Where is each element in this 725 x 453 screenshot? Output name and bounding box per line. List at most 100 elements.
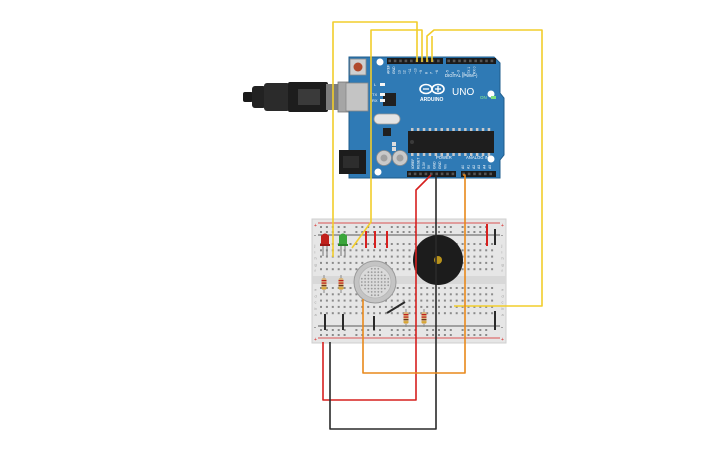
rail-sign-minus: - (501, 233, 503, 239)
yellow-wire-buzzer[interactable] (426, 29, 543, 307)
row-letter: g (315, 263, 317, 267)
resistor[interactable] (421, 309, 427, 327)
green-led[interactable] (338, 233, 348, 257)
digital-header-label: DIGITAL (PWM~) (445, 73, 478, 78)
power-led (491, 96, 496, 99)
rail-sign-plus: + (501, 337, 504, 343)
crystal-oscillator (373, 113, 401, 125)
brand-label: ARDUINO (420, 97, 443, 103)
gas-sensor[interactable] (353, 260, 397, 304)
resistor[interactable] (321, 275, 327, 293)
row-letter: f (502, 269, 504, 273)
power-pin-label: 5V (427, 164, 431, 169)
digital-pin-label: 8 (424, 72, 428, 74)
led-tx (380, 93, 385, 96)
mounting-hole (487, 90, 495, 98)
row-letter: a (315, 313, 318, 317)
row-letter: j (314, 244, 316, 248)
row-letter: e (502, 288, 504, 292)
model-label: UNO (452, 87, 474, 98)
rail-sign-minus: - (501, 325, 503, 331)
red-wire-5v[interactable] (322, 174, 432, 401)
digital-pin-label: 7 (430, 72, 434, 74)
digital-pin-label: ~10 (414, 68, 418, 74)
power-pin-label: GND (438, 161, 442, 169)
resistor[interactable] (403, 309, 409, 327)
led-l-label: L (374, 82, 377, 87)
orange-wire-analog[interactable] (362, 174, 466, 374)
power-pin-label: GND (433, 161, 437, 169)
digital-pin-label: 13 (397, 70, 401, 74)
digital-pin-label: RX 0 (473, 66, 477, 74)
row-letter: c (315, 301, 317, 305)
row-letter: h (502, 257, 504, 261)
mounting-hole (376, 58, 384, 66)
row-letter: f (315, 269, 317, 273)
row-letter: b (315, 307, 317, 311)
digital-pin-label: ~11 (408, 68, 412, 74)
digital-pin-label: ~9 (419, 70, 423, 74)
led-rx (380, 99, 385, 102)
black-wire-gnd[interactable] (329, 175, 437, 430)
rail-sign-minus: - (314, 325, 316, 331)
analog-pin-label: A1 (466, 165, 470, 169)
row-letter: b (502, 307, 504, 311)
mounting-hole (374, 168, 382, 176)
red-led[interactable] (320, 233, 330, 257)
resistor[interactable] (338, 275, 344, 293)
analog-pin-label: A2 (472, 165, 476, 169)
yellow-wire-red-led[interactable] (332, 21, 418, 257)
rail-sign-plus: + (314, 337, 317, 343)
digital-pin-label: 12 (403, 70, 407, 74)
row-letter: a (502, 313, 505, 317)
power-pin-label: RESET (416, 158, 420, 169)
power-pin-label: 3.3V (422, 161, 426, 169)
led-tx-label: TX (372, 92, 377, 97)
digital-pin-label: GND (392, 66, 396, 74)
digital-pin-label: TX 1 (467, 67, 471, 74)
rail-sign-minus: - (314, 233, 316, 239)
short-jumpers (324, 224, 496, 330)
digital-pin-label: 4 (451, 72, 455, 74)
digital-pin-label: ~3 (456, 70, 460, 74)
rail-sign-plus: + (501, 223, 504, 229)
row-letter: h (315, 257, 317, 261)
usb-chip (383, 93, 396, 106)
row-letter: i (502, 250, 503, 254)
reset-button[interactable] (349, 58, 367, 76)
analog-pin-label: A5 (488, 165, 492, 169)
arduino-logo-icon (419, 83, 445, 95)
digital-header-left (387, 58, 443, 64)
black-jumper[interactable] (386, 301, 406, 314)
row-letter: e (315, 288, 317, 292)
mounting-hole (487, 155, 495, 163)
led-l (380, 83, 385, 86)
row-letter: g (502, 263, 504, 267)
piezo-buzzer[interactable] (413, 235, 463, 285)
usb-jack (345, 82, 369, 112)
row-letter: d (315, 294, 317, 298)
yellow-wire-green-led[interactable] (351, 29, 423, 249)
power-led-label: ON (480, 95, 487, 100)
analog-header-label: ANALOG IN (466, 155, 489, 160)
digital-pin-label: ~5 (446, 70, 450, 74)
led-rx-label: RX (372, 98, 378, 103)
analog-pin-label: A4 (483, 165, 487, 169)
analog-pin-label: A3 (477, 165, 481, 169)
row-letter: i (315, 250, 316, 254)
row-letter: j (501, 244, 503, 248)
digital-pin-label: 2 (462, 72, 466, 74)
power-pin-label: Vin (443, 164, 447, 169)
analog-pin-label: A0 (461, 165, 465, 169)
power-header-label: POWER (436, 155, 452, 160)
analog-header (461, 171, 496, 177)
digital-pin-label: ~6 (435, 70, 439, 74)
row-letter: d (502, 294, 504, 298)
digital-pin-label: AREF (387, 65, 391, 74)
